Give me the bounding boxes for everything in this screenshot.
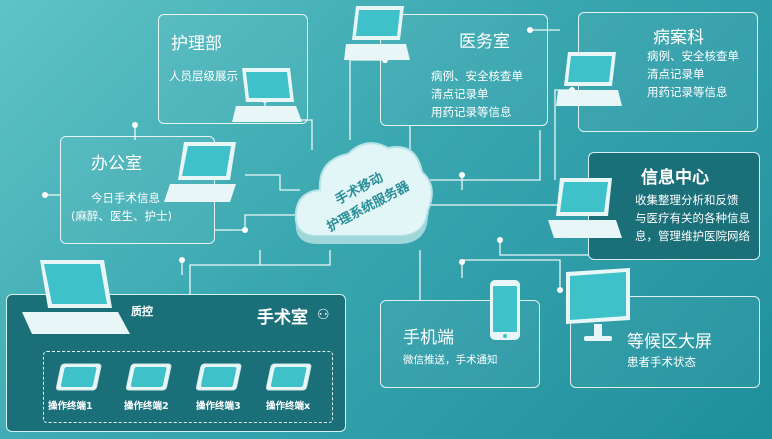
terminal-label-x: 操作终端x [266, 401, 311, 412]
panel-line: 收集整理分析和反馈 [635, 193, 739, 207]
laptop-icon [22, 260, 130, 334]
tablet-icons [55, 363, 312, 391]
panel-text: 人员层级展示 [169, 69, 238, 83]
panel-line: 与医疗有关的各种信息 [635, 211, 750, 225]
panel-line: 病例、安全核查单 [431, 69, 523, 83]
panel-text: 患者手术状态 [627, 355, 696, 369]
panel-line: 用药记录等信息 [431, 105, 512, 119]
laptop-icon [556, 52, 622, 106]
panel-title: 医务室 [459, 32, 510, 52]
panel-title: 手术室 [257, 308, 308, 328]
monitor-icon [566, 268, 630, 341]
team-icon: ⚇ [317, 307, 330, 323]
panel-text: 微信推送，手术通知 [403, 354, 498, 366]
terminal-label-2: 操作终端2 [124, 401, 169, 412]
terminal-label-3: 操作终端3 [196, 401, 241, 412]
panel-line: 用药记录等信息 [647, 85, 728, 99]
nursing-panel: 护理部 人员层级展示 [158, 14, 308, 124]
panel-line: (麻醉、医生、护士) [71, 209, 172, 223]
panel-line: 病例、安全核查单 [647, 49, 739, 63]
medical-panel: 医务室 病例、安全核查单 清点记录单 用药记录等信息 [380, 14, 548, 126]
panel-text: 病例、安全核查单 清点记录单 用药记录等信息 [431, 67, 523, 121]
panel-title: 手机端 [403, 328, 454, 348]
panel-line: 清点记录单 [431, 87, 489, 101]
laptop-icon [344, 6, 410, 60]
panel-text: 病例、安全核查单 清点记录单 用药记录等信息 [647, 47, 739, 101]
cloud-server-icon: 手术移动 护理系统服务器 [294, 142, 433, 244]
terminal-group: 操作终端1 操作终端2 操作终端3 操作终端x [43, 351, 333, 423]
panel-line: 息，管理维护医院网络 [635, 229, 750, 243]
panel-title: 办公室 [91, 154, 142, 174]
info-center-panel: 信息中心 收集整理分析和反馈 与医疗有关的各种信息 息，管理维护医院网络 [588, 152, 760, 260]
panel-line: 清点记录单 [647, 67, 705, 81]
panel-title: 信息中心 [641, 168, 709, 188]
laptop-icon [164, 142, 236, 202]
qc-label: 质控 [131, 305, 153, 318]
panel-line: 今日手术信息 [91, 191, 160, 205]
laptop-icon [548, 178, 622, 238]
laptop-icon [232, 68, 302, 122]
panel-text: 收集整理分析和反馈 与医疗有关的各种信息 息，管理维护医院网络 [635, 191, 750, 245]
panel-title: 护理部 [171, 34, 222, 54]
terminal-label-1: 操作终端1 [48, 401, 93, 412]
operating-room-panel: 手术室 ⚇ 质控 操作终端1 操作终端2 操作终端3 操作终端x [6, 294, 346, 432]
panel-text: 今日手术信息 (麻醉、医生、护士) [71, 189, 172, 225]
panel-title: 病案科 [653, 28, 704, 48]
phone-icon [490, 280, 520, 340]
panel-title: 等候区大屏 [627, 332, 712, 352]
